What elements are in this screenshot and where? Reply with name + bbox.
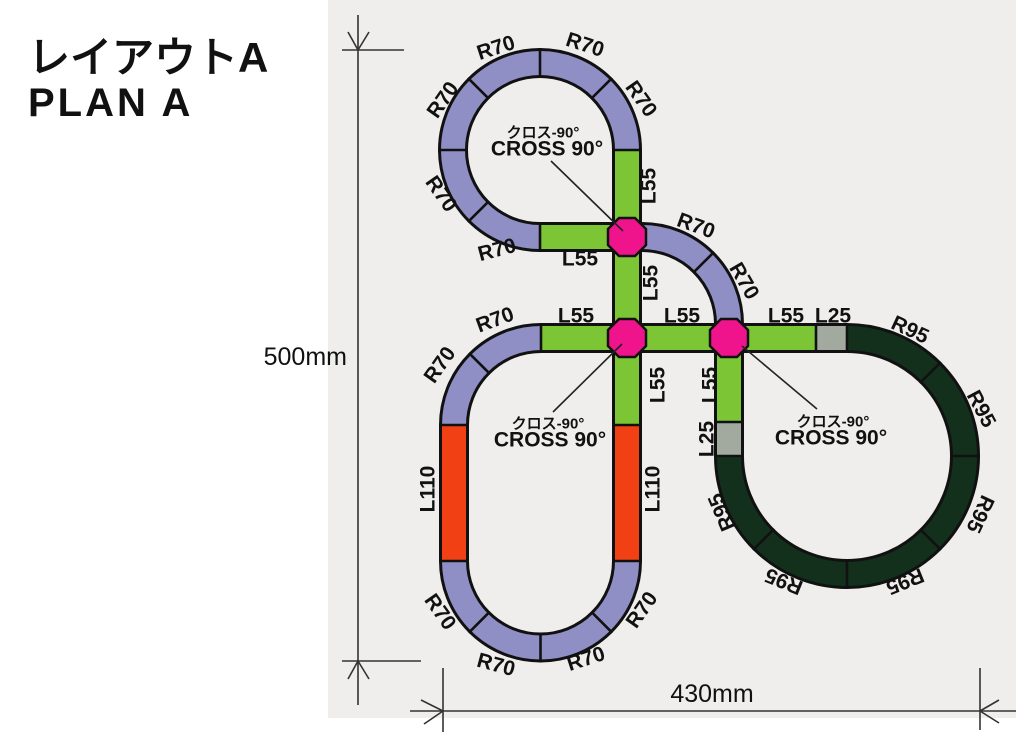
joint-divider	[589, 76, 614, 101]
cross-callout-label-jp: クロス-90°	[797, 414, 870, 431]
track-piece-label: L55	[768, 305, 805, 328]
track-piece-label: L110	[642, 466, 665, 513]
track-joint-dividers	[438, 48, 980, 663]
cross-pieces	[606, 216, 750, 359]
cross-callout-leader-line	[741, 345, 818, 410]
dimension-height-label: 500mm	[264, 343, 347, 371]
track-piece-label: L55	[558, 305, 595, 328]
track-piece-label: L55	[638, 168, 661, 205]
page-title-japanese: レイアウトA	[28, 34, 268, 81]
joint-divider	[752, 527, 776, 551]
track-piece-label: L55	[699, 367, 722, 404]
cross-90-piece-right	[708, 317, 750, 359]
cross-callout-label-en: CROSS 90°	[494, 429, 606, 452]
dimension-width-label: 430mm	[670, 680, 753, 708]
track-corner-r70-right	[641, 225, 741, 340]
cross-callout-leader-line	[552, 343, 623, 413]
dimension-arrow	[347, 660, 370, 680]
joint-divider	[918, 527, 942, 551]
cross-callout-label-jp: クロス-90°	[507, 125, 580, 142]
cross-callout-label-en: CROSS 90°	[491, 138, 603, 161]
dimension-arrow	[979, 699, 1000, 724]
dimension-width: 430mm	[410, 668, 1016, 732]
dimension-arrow	[420, 699, 444, 725]
joint-divider	[466, 199, 491, 224]
track-piece-label: L110	[417, 466, 440, 513]
joint-divider	[466, 76, 491, 101]
track-piece-label: L55	[664, 305, 701, 328]
track-piece-label: L55	[647, 367, 670, 404]
dimension-arrow	[347, 31, 370, 51]
cross-callout-label-jp: クロス-90°	[512, 416, 585, 433]
cross-callout-label-en: CROSS 90°	[775, 427, 887, 450]
dimension-height: 500mm	[264, 15, 421, 705]
cross-callout-leader-line	[550, 160, 624, 232]
track-piece-label: L25	[696, 421, 719, 458]
joint-divider	[467, 610, 491, 634]
page-title-english: PLAN A	[28, 81, 193, 125]
joint-divider	[918, 361, 942, 385]
track-piece-label: L55	[562, 248, 599, 271]
cross-90-piece-top	[606, 216, 648, 258]
joint-divider	[691, 250, 716, 275]
joint-divider	[590, 610, 614, 634]
cross-callouts: クロス-90°CROSS 90°クロス-90°CROSS 90°クロス-90°C…	[491, 125, 887, 452]
track-piece-label: L55	[640, 265, 663, 302]
joint-divider	[467, 351, 492, 376]
track-piece-label: L25	[815, 305, 852, 328]
